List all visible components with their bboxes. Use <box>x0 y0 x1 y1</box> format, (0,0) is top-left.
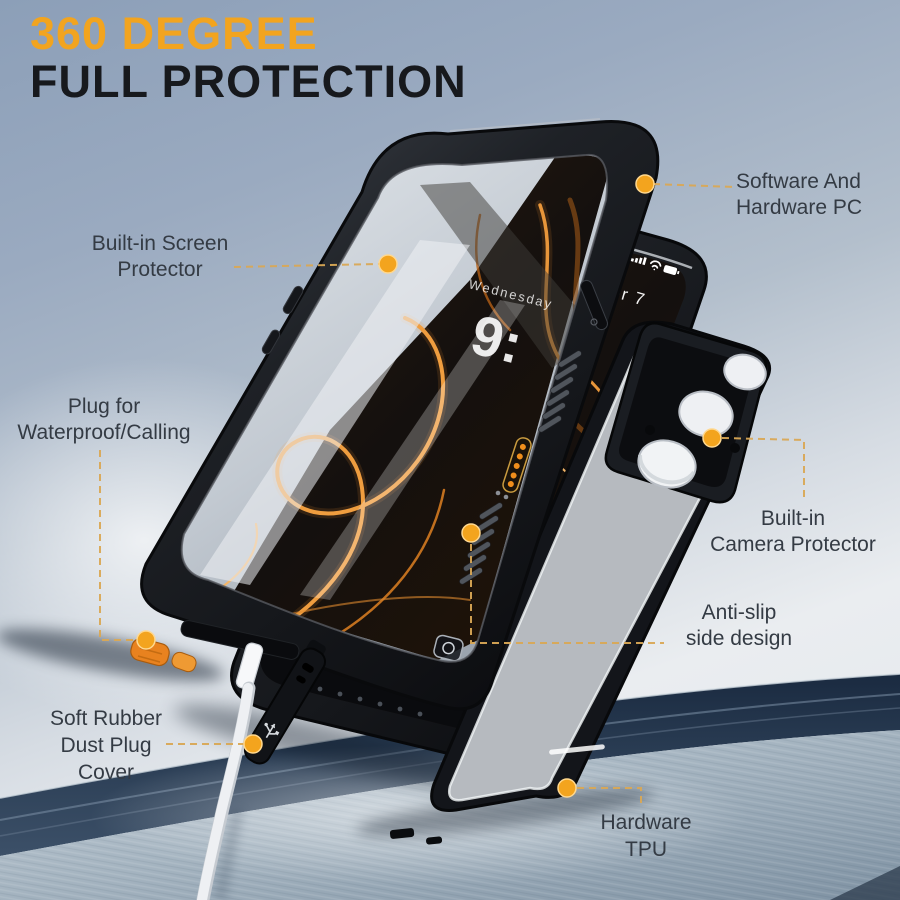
title-line-orange: 360 DEGREE <box>30 8 318 59</box>
anti-slip-ribs-lower <box>459 502 503 585</box>
button-detail <box>590 318 598 326</box>
label-line: Waterproof/Calling <box>17 421 191 444</box>
charging-port-opening <box>180 620 300 660</box>
callout-line-camera <box>721 437 805 498</box>
callout-lines <box>99 183 805 803</box>
label-line: Hardware PC <box>736 196 863 219</box>
callout-dot <box>136 630 156 650</box>
callout-label-software-pc: Software And Hardware PC <box>736 169 900 221</box>
charging-contacts <box>502 437 532 493</box>
label-line: TPU <box>625 838 667 861</box>
callout-line-anti-slip <box>470 544 664 644</box>
callout-line-screen-protector <box>233 263 381 268</box>
label-line: Camera Protector <box>710 533 876 556</box>
label-line: Anti-slip <box>701 601 777 624</box>
callout-label-camera-protector: Built-in Camera Protector <box>690 506 896 558</box>
usb-cable <box>196 642 264 900</box>
label-line: Plug for <box>67 395 141 418</box>
frame-highlight <box>449 118 601 132</box>
label-line: Cover <box>77 761 135 784</box>
phone-front-view: Wednesday 9: <box>130 118 660 711</box>
battery-icon <box>663 265 680 275</box>
wifi-icon <box>650 260 662 271</box>
glass-reflection <box>300 300 525 600</box>
label-line: Protector <box>117 258 203 281</box>
camera-shortcut-icon <box>433 634 464 662</box>
glass-reflection-dark <box>420 182 600 368</box>
callout-label-screen-protector: Built-in Screen Protector <box>60 231 260 283</box>
case-port-tabs <box>389 828 443 845</box>
callout-label-plug-waterproof: Plug for Waterproof/Calling <box>4 394 204 446</box>
callout-dots <box>136 174 722 798</box>
callout-dot <box>461 523 481 543</box>
glass-reflection <box>200 240 470 585</box>
camera-lens <box>723 353 767 391</box>
lip-gleam <box>549 744 605 755</box>
mic-hole <box>730 443 740 453</box>
callout-line-plug <box>99 450 138 641</box>
callout-line-tpu <box>577 787 642 803</box>
status-bar-icons <box>630 257 680 275</box>
title-line-dark: FULL PROTECTION <box>30 56 467 107</box>
callout-dot <box>378 254 398 274</box>
callout-dot <box>557 778 577 798</box>
callout-label-anti-slip: Anti-slip side design <box>648 600 830 652</box>
callout-label-hardware-tpu: Hardware TPU <box>556 809 736 863</box>
label-line: Dust Plug <box>60 734 152 757</box>
frame-screw-dots <box>495 490 509 500</box>
label-line: Software And <box>736 170 861 193</box>
anti-slip-ribs-upper <box>538 350 582 433</box>
screen-bezel-line <box>180 153 609 663</box>
callout-dot <box>243 734 263 754</box>
camera-lens <box>678 390 734 438</box>
label-line: Built-in <box>760 507 826 530</box>
camera-protector-module <box>604 322 768 504</box>
label-line: Hardware <box>600 811 692 834</box>
phone-front-screen: Wednesday 9: <box>181 154 608 662</box>
callout-dot <box>635 174 655 194</box>
callout-label-dust-plug: Soft Rubber Dust Plug Cover <box>18 705 194 786</box>
camera-control-button <box>580 279 608 331</box>
callout-line-software <box>652 183 735 188</box>
label-line: side design <box>685 627 793 650</box>
flash-hole <box>645 425 655 435</box>
label-line: Built-in Screen <box>91 232 229 255</box>
table-fabric-surface <box>0 730 900 900</box>
case-back-view <box>389 320 771 845</box>
side-buttons-left <box>261 285 304 355</box>
dust-plug-strip <box>243 639 327 765</box>
label-line: Soft Rubber <box>49 707 163 730</box>
page-title: 360 DEGREE FULL PROTECTION <box>30 10 467 106</box>
usb-icon <box>264 722 280 739</box>
signal-icon <box>630 257 647 266</box>
callout-dot <box>702 428 722 448</box>
